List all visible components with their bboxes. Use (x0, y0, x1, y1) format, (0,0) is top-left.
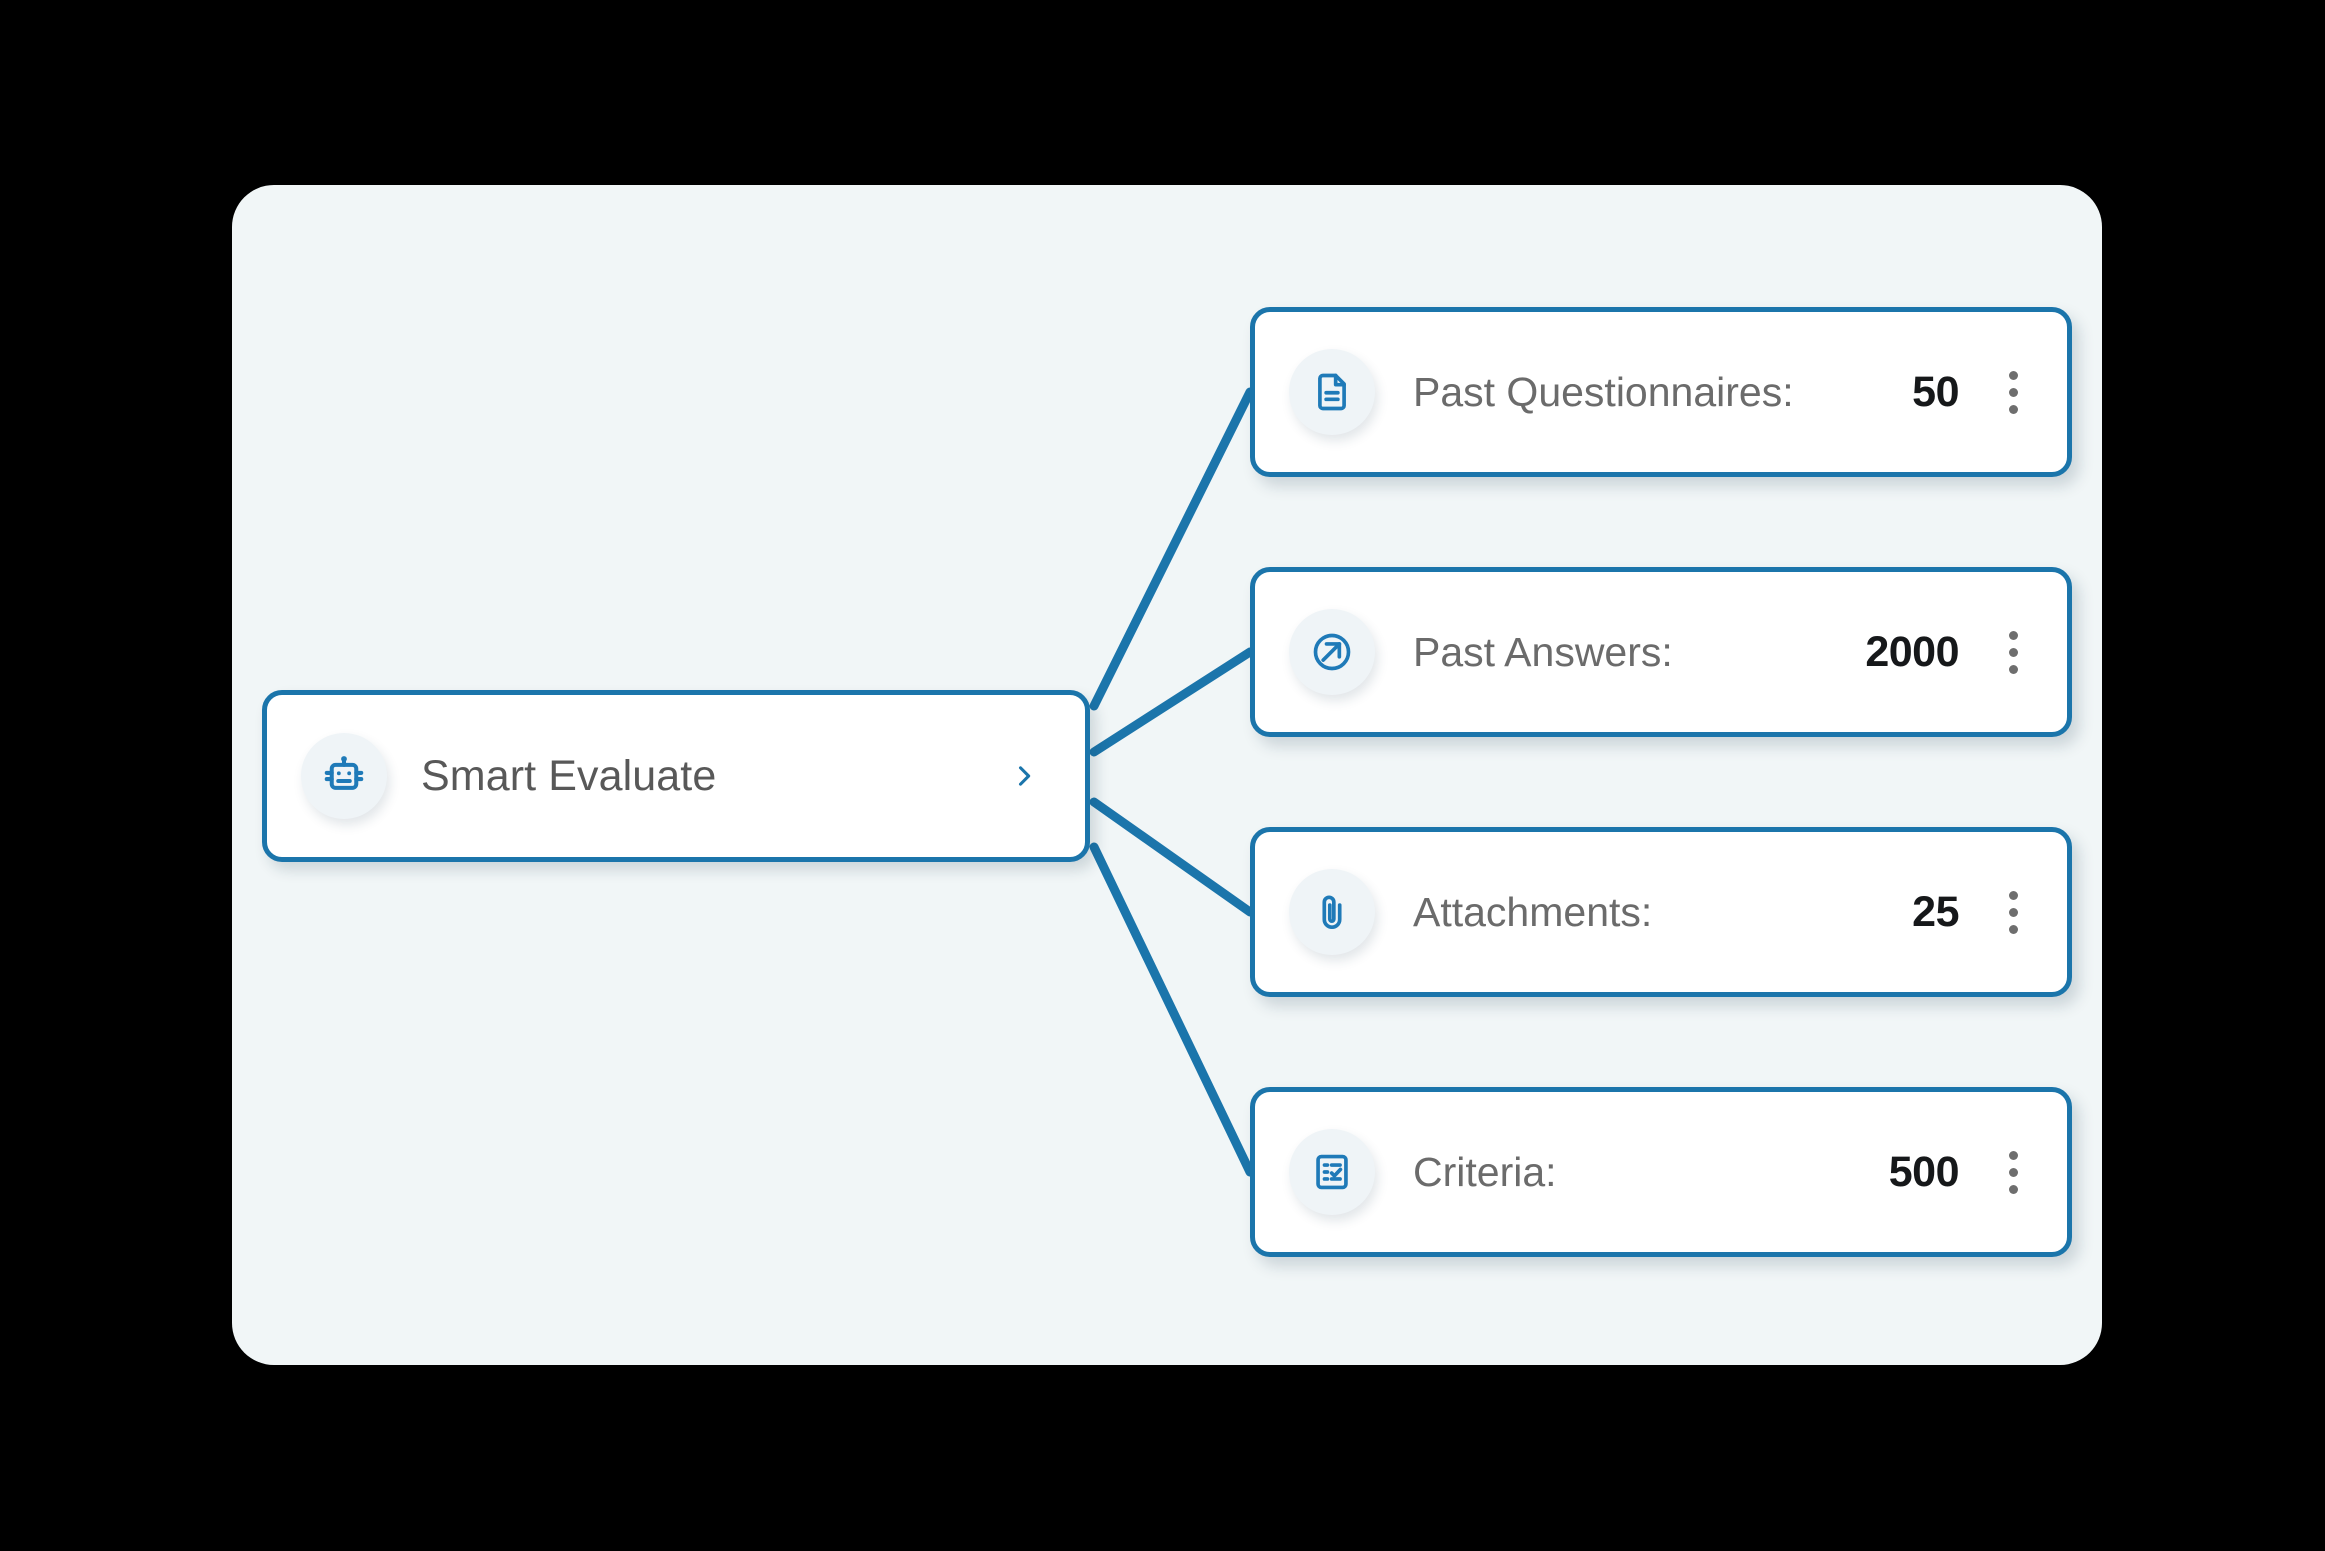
kebab-dot (2008, 924, 2018, 934)
connector-line-0 (1089, 387, 1255, 711)
kebab-dot (2008, 664, 2018, 674)
metric-card-past-answers[interactable]: Past Answers: 2000 (1250, 567, 2072, 737)
connector-line-3 (1089, 842, 1255, 1177)
main-node-label: Smart Evaluate (421, 751, 717, 800)
kebab-dot (2008, 387, 2018, 397)
metric-value: 500 (1888, 1147, 1960, 1196)
kebab-dot (2008, 1184, 2018, 1194)
kebab-dot (2008, 630, 2018, 640)
metric-card-attachments[interactable]: Attachments: 25 (1250, 827, 2072, 997)
kebab-dot (2008, 890, 2018, 900)
kebab-menu-icon[interactable] (1985, 882, 2041, 942)
kebab-dot (2008, 404, 2018, 414)
kebab-dot (2008, 1150, 2018, 1160)
metric-value: 50 (1912, 367, 1959, 416)
metric-label: Past Answers: (1413, 628, 1673, 675)
paperclip-icon (1289, 869, 1375, 955)
metric-card-past-questionnaires[interactable]: Past Questionnaires: 50 (1250, 307, 2072, 477)
metric-label: Attachments: (1413, 888, 1653, 935)
document-icon (1289, 349, 1375, 435)
connector-line-2 (1089, 797, 1255, 917)
metric-label: Criteria: (1413, 1148, 1557, 1195)
kebab-menu-icon[interactable] (1985, 362, 2041, 422)
kebab-menu-icon[interactable] (1985, 1142, 2041, 1202)
kebab-dot (2008, 1167, 2018, 1177)
reply-arrow-circle-icon (1289, 609, 1375, 695)
kebab-dot (2008, 647, 2018, 657)
kebab-dot (2008, 370, 2018, 380)
metric-value: 2000 (1865, 627, 1959, 676)
connector-line-1 (1089, 647, 1255, 757)
checklist-icon (1289, 1129, 1375, 1215)
main-node-smart-evaluate[interactable]: Smart Evaluate (262, 690, 1090, 862)
kebab-dot (2008, 907, 2018, 917)
kebab-menu-icon[interactable] (1985, 622, 2041, 682)
metric-label: Past Questionnaires: (1413, 368, 1794, 415)
robot-icon (301, 733, 387, 819)
mindmap-panel: Smart Evaluate Past Questionnaires: 50 (232, 185, 2102, 1365)
metric-value: 25 (1912, 887, 1959, 936)
metric-card-criteria[interactable]: Criteria: 500 (1250, 1087, 2072, 1257)
chevron-right-icon[interactable] (1001, 753, 1047, 799)
